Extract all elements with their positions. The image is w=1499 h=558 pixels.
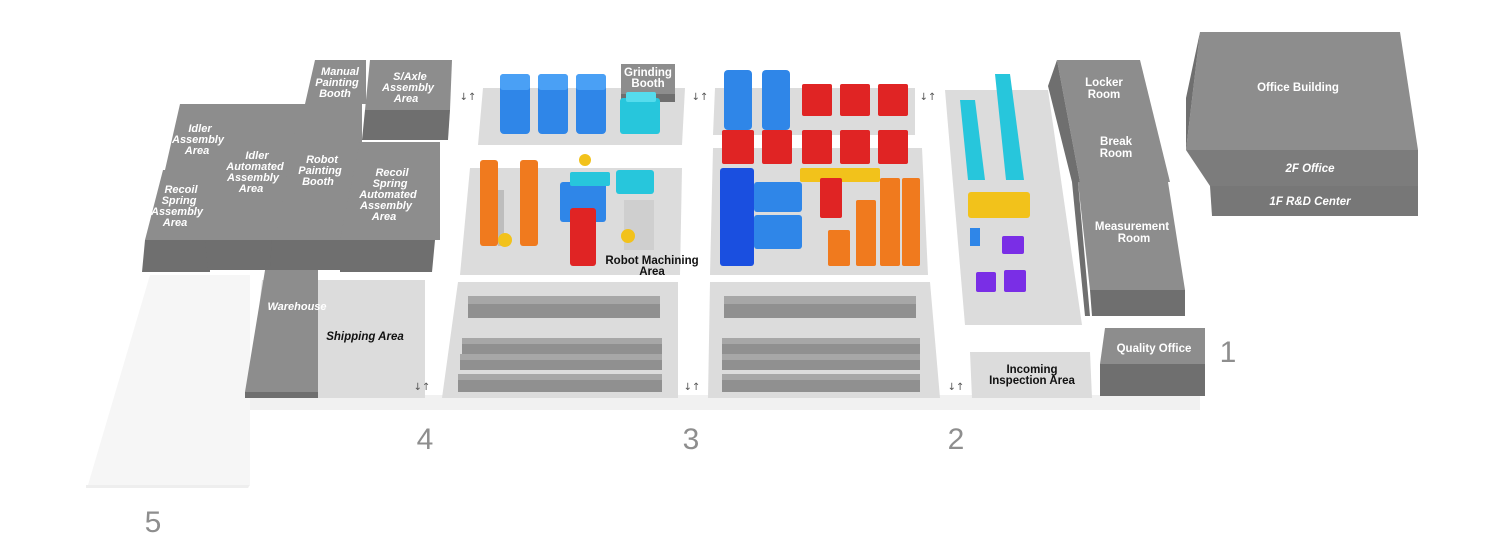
office-2f-label: 2F Office	[1285, 163, 1336, 175]
robot-machining-label-1: Robot Machining	[605, 255, 698, 267]
idler-auto-label-1: Idler	[245, 150, 269, 162]
door-marker: ↓↑	[460, 92, 477, 103]
base-slab	[86, 275, 1200, 488]
recoil-label-2: Spring	[162, 195, 197, 207]
door-marker: ↓↑	[920, 92, 937, 103]
warehouse-label: Warehouse	[267, 301, 326, 313]
s-axle-label-1: S/Axle	[393, 71, 427, 83]
zone-2-machines-middle	[720, 168, 920, 266]
zone-number-5: 5	[145, 506, 162, 539]
locker-room-label-1: Locker	[1085, 77, 1123, 89]
recoil-auto-label-3: Automated	[358, 189, 417, 201]
left-buildings	[142, 60, 452, 272]
robot-painting-label-2: Painting	[298, 165, 342, 177]
robot-painting-label-3: Booth	[302, 176, 334, 188]
idler-auto-label-4: Area	[238, 183, 263, 195]
door-marker: ↓↑	[692, 92, 709, 103]
break-room-label-1: Break	[1100, 136, 1133, 148]
door-marker: ↓↑	[948, 382, 965, 393]
zone-2-machines-top	[722, 70, 908, 164]
zone-number-4: 4	[417, 423, 434, 456]
manual-painting-label-2: Painting	[315, 77, 359, 89]
incoming-inspection-label-1: Incoming	[1006, 364, 1057, 376]
office-building-label: Office Building	[1257, 82, 1339, 94]
s-axle-label-2: Assembly	[381, 82, 435, 94]
incoming-inspection-label-2: Inspection Area	[989, 375, 1075, 387]
recoil-label-3: Assembly	[150, 206, 204, 218]
office-building	[1186, 32, 1418, 216]
door-marker: ↓↑	[684, 382, 701, 393]
recoil-auto-label-5: Area	[371, 211, 396, 223]
manual-painting-label-3: Booth	[319, 88, 351, 100]
zone-1-machines	[960, 74, 1030, 292]
robot-machining-label-2: Area	[639, 266, 665, 278]
warehouse-building: Warehouse	[245, 252, 327, 398]
idler-auto-label-2: Automated	[225, 161, 284, 173]
zone-number-2: 2	[948, 423, 965, 456]
recoil-auto-label-4: Assembly	[359, 200, 413, 212]
robot-machining-equipment	[480, 154, 654, 266]
manual-painting-label-1: Manual	[321, 66, 360, 78]
idler-auto-label-3: Assembly	[226, 172, 280, 184]
storage-racks	[458, 296, 920, 392]
measurement-room-label-2: Room	[1118, 233, 1151, 245]
quality-office-label: Quality Office	[1117, 343, 1192, 355]
recoil-label-4: Area	[162, 217, 187, 229]
recoil-label-1: Recoil	[164, 184, 198, 196]
robot-painting-label-1: Robot	[306, 154, 339, 166]
break-room-label-2: Room	[1100, 148, 1133, 160]
office-1f-label: 1F R&D Center	[1269, 196, 1351, 208]
grinding-label-2: Booth	[631, 78, 664, 90]
zone-number-1: 1	[1220, 336, 1237, 369]
recoil-auto-label-2: Spring	[373, 178, 408, 190]
grinding-label-1: Grinding	[624, 67, 672, 79]
blue-machines-top	[500, 74, 660, 134]
shipping-area-label: Shipping Area	[326, 331, 404, 343]
zone-number-3: 3	[683, 423, 700, 456]
measurement-building	[1072, 182, 1185, 316]
idler-assembly-label-2: Assembly	[171, 134, 225, 146]
idler-assembly-label-3: Area	[184, 145, 209, 157]
locker-room-label-2: Room	[1088, 89, 1121, 101]
s-axle-label-3: Area	[393, 93, 418, 105]
idler-assembly-label-1: Idler	[188, 123, 212, 135]
door-marker: ↓↑	[414, 382, 431, 393]
locker-break-building	[1048, 60, 1170, 182]
recoil-auto-label-1: Recoil	[375, 167, 409, 179]
quality-office-building	[1100, 328, 1205, 396]
measurement-room-label-1: Measurement	[1095, 221, 1169, 233]
